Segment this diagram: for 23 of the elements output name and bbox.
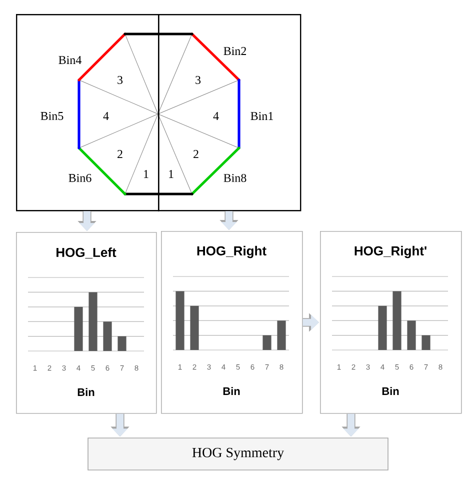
result-box: HOG Symmetry xyxy=(88,438,388,470)
octagon-label: 1 xyxy=(144,170,148,178)
octagon-label: 1 xyxy=(169,170,174,178)
octagon-label: Bin2 xyxy=(224,47,246,55)
axis-label: Bin xyxy=(78,388,94,396)
panel-title: HOG_Right' xyxy=(354,246,426,258)
axis-label: Bin xyxy=(223,387,240,395)
octagon-label: 2 xyxy=(194,150,198,158)
panel-title: HOG_Left xyxy=(56,248,116,258)
octagon-label: Bin5 xyxy=(40,112,64,120)
axis-label: Bin xyxy=(382,387,399,395)
octagon-label: 4 xyxy=(103,112,109,120)
octagon-label: 3 xyxy=(196,76,201,84)
panel-title: HOG_Right xyxy=(197,246,266,258)
octagon-label: Bin6 xyxy=(68,174,92,182)
octagon-label: Bin8 xyxy=(224,174,246,182)
half-image-frame xyxy=(158,14,302,212)
octagon-label: 4 xyxy=(213,112,219,120)
octagon-label: Bin1 xyxy=(250,112,273,120)
half-image-frame xyxy=(16,14,160,212)
octagon-label: 2 xyxy=(118,150,122,158)
octagon-label: 3 xyxy=(118,76,123,84)
octagon-label: Bin4 xyxy=(58,56,82,64)
